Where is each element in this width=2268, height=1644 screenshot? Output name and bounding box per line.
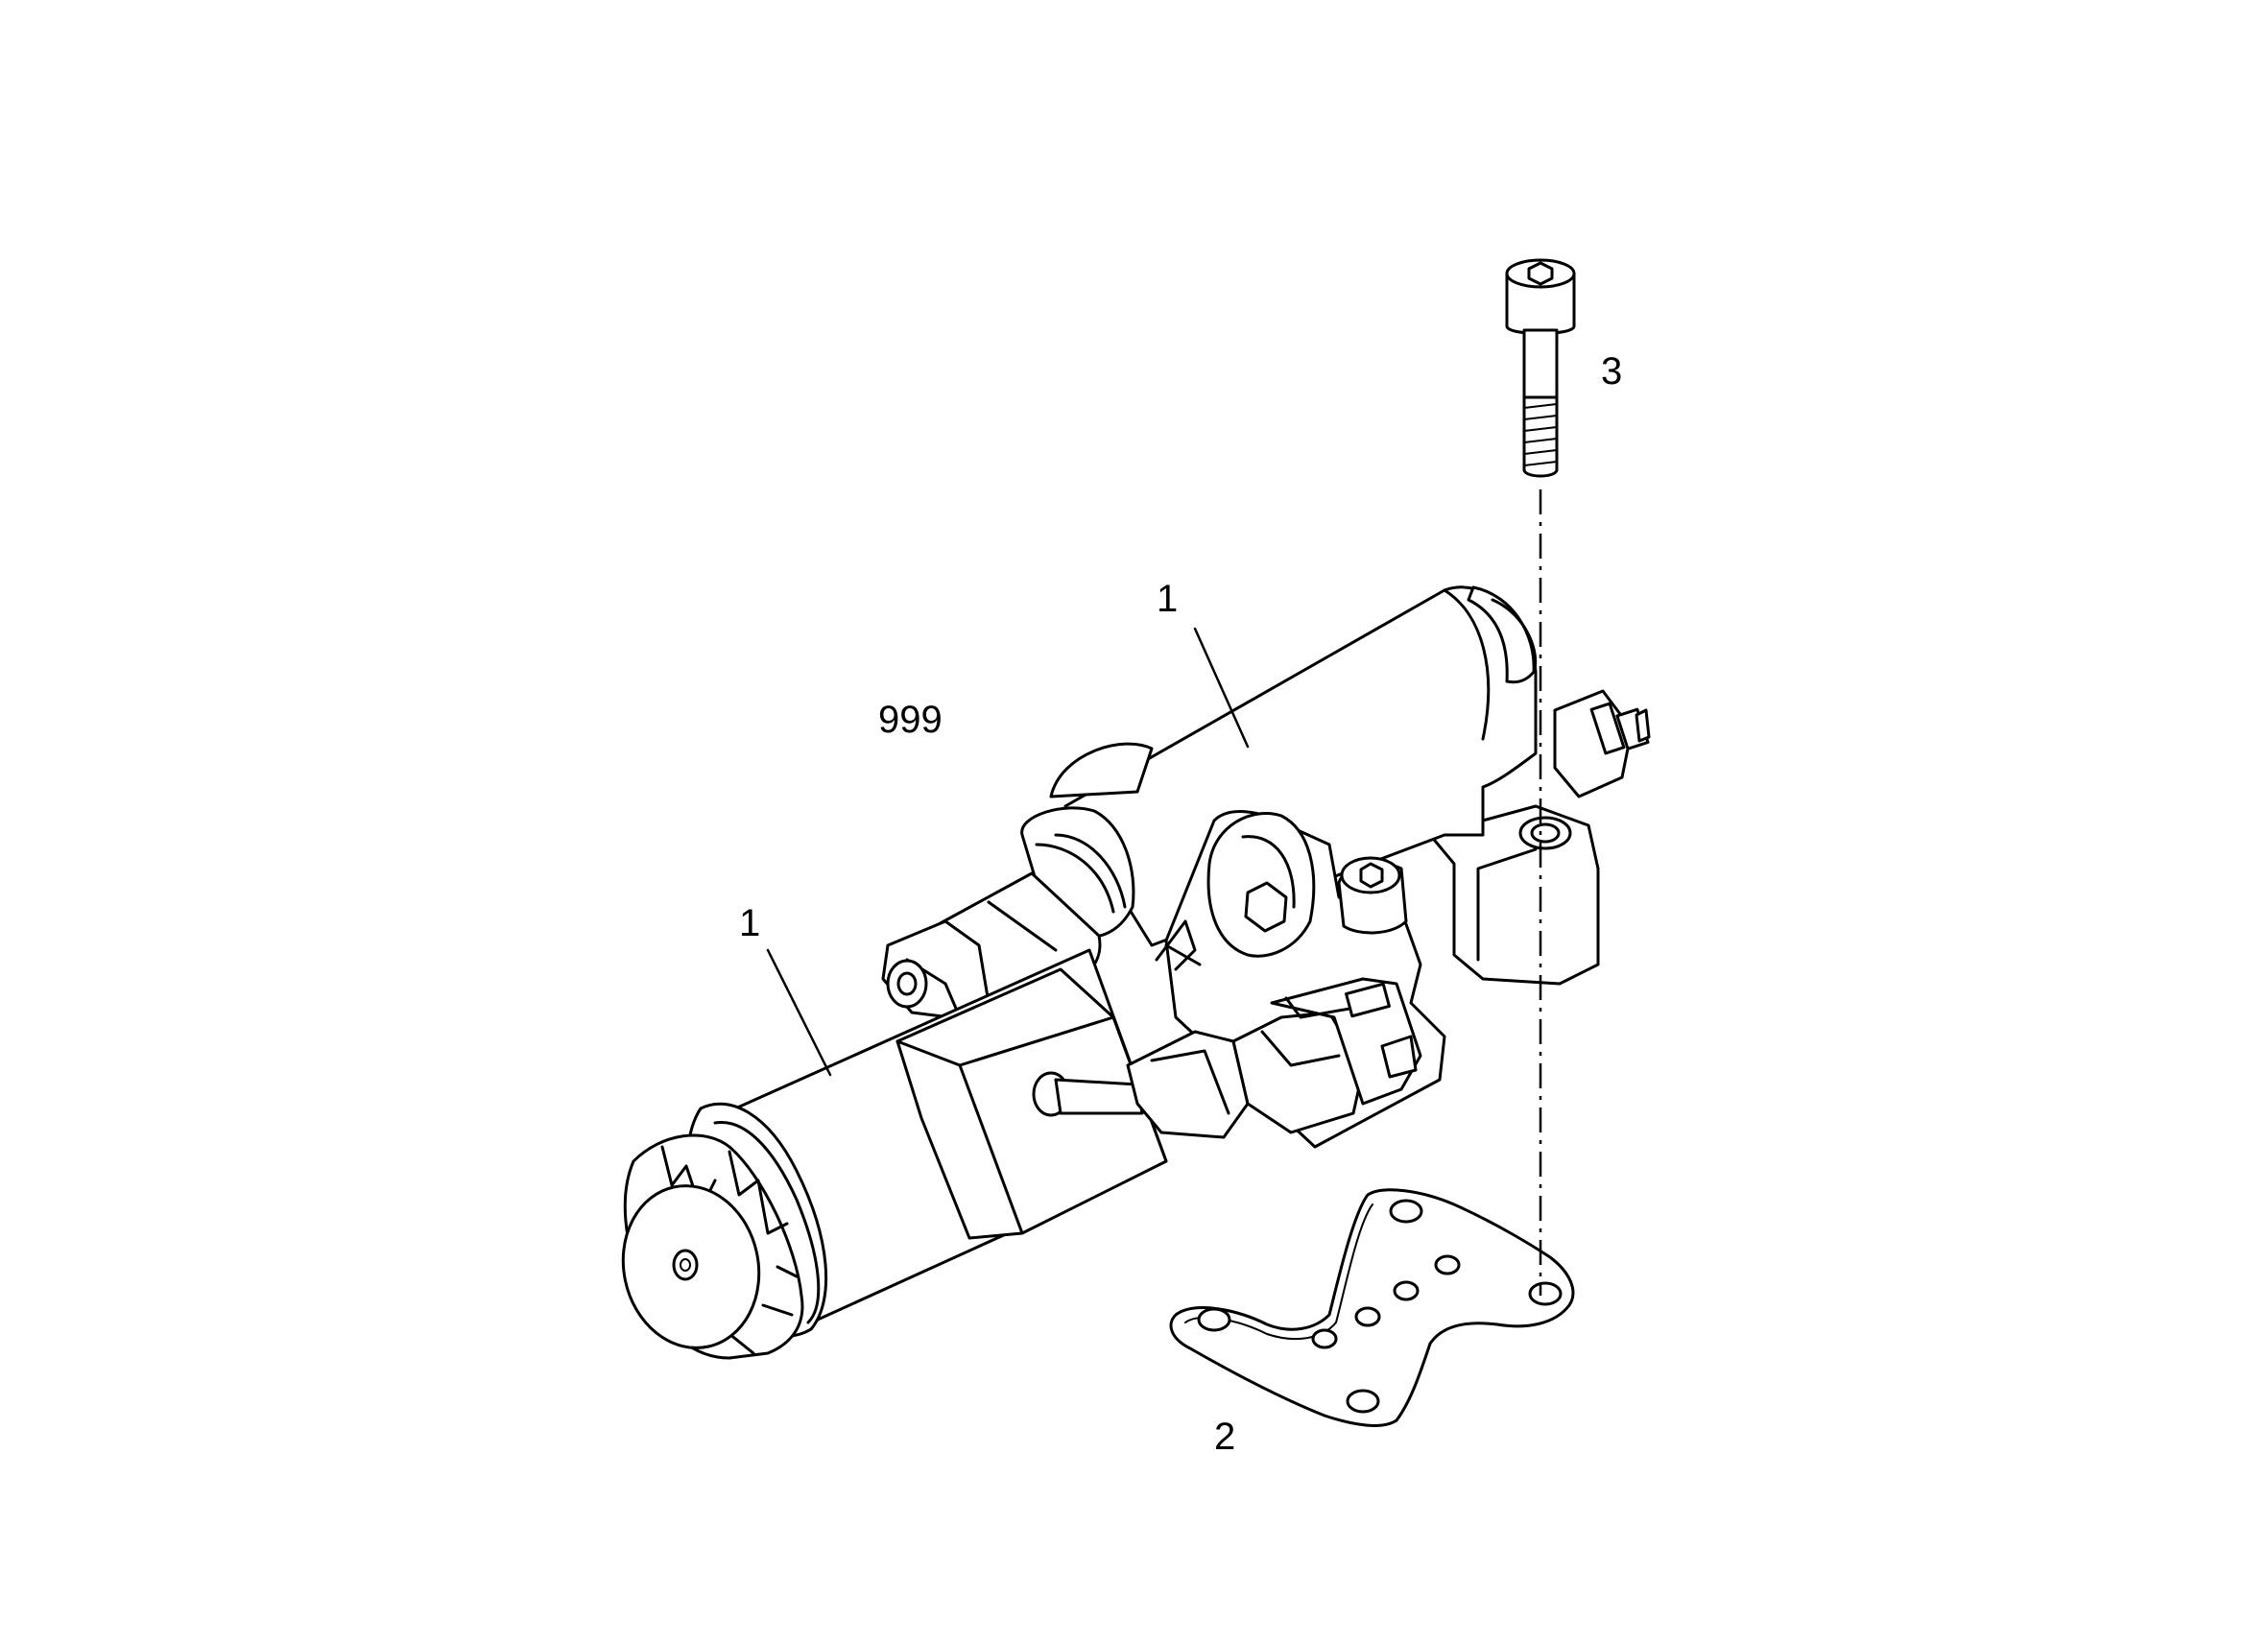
callout-cap-screw: 3	[1601, 350, 1622, 393]
leader-line-valve-lower	[766, 948, 832, 1077]
group-number-label: 999	[878, 699, 943, 741]
valve-upper	[881, 585, 1538, 1024]
leader-line-valve-upper	[1193, 627, 1250, 749]
valve-lower	[621, 948, 1168, 1360]
callout-valve-upper: 1	[1157, 578, 1178, 620]
callout-gasket: 2	[1214, 1416, 1235, 1458]
cap-screw	[1505, 258, 1576, 478]
terminal-stud	[1553, 689, 1651, 798]
mounting-base	[1428, 804, 1600, 986]
gasket	[1169, 1188, 1575, 1427]
electrical-connectors	[1126, 977, 1422, 1139]
callout-valve-lower: 1	[739, 902, 760, 944]
